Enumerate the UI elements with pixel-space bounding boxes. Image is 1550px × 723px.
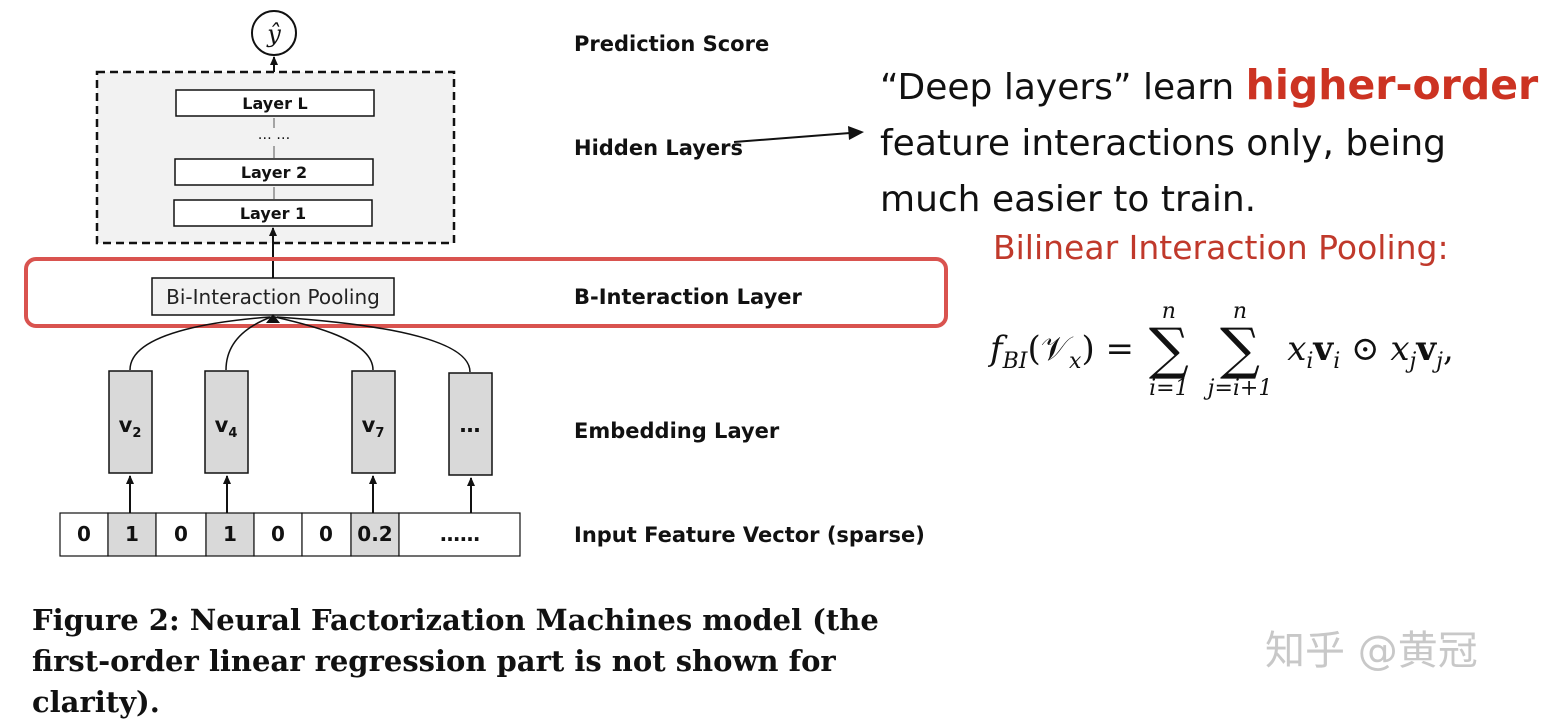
formula-lhs: fBI(𝒱x) = bbox=[990, 328, 1135, 374]
embedding-boxes bbox=[108, 370, 493, 476]
nfm-diagram: ŷ Layer L … … Layer 2 Layer 1 Bi-Interac… bbox=[24, 10, 948, 557]
hidden-dots: … … bbox=[258, 127, 290, 143]
embedding-v4: v4 bbox=[215, 413, 238, 441]
label-hidden-layers: Hidden Layers bbox=[574, 136, 743, 160]
deep-layers-note: “Deep layers” learn higher-order feature… bbox=[880, 57, 1538, 228]
input-cell-value: 0 bbox=[271, 522, 285, 546]
output-node bbox=[251, 10, 297, 56]
input-cell bbox=[398, 512, 521, 557]
layer-1-label: Layer 1 bbox=[240, 204, 306, 223]
bi-interaction-pooling-label: Bi-Interaction Pooling bbox=[166, 285, 380, 309]
label-prediction-score: Prediction Score bbox=[574, 32, 769, 56]
embedding-box bbox=[204, 370, 249, 474]
input-cell-value: 0 bbox=[77, 522, 91, 546]
input-cell bbox=[301, 512, 352, 557]
sum-over-i: n∑i=1 bbox=[1148, 299, 1189, 402]
input-cell bbox=[350, 512, 400, 557]
annotation-arrow bbox=[733, 126, 864, 143]
input-feature-vector bbox=[59, 512, 521, 557]
note-highlight: higher-order bbox=[1245, 61, 1539, 109]
layer-2-box bbox=[174, 158, 374, 186]
input-to-embedding-arrows bbox=[126, 475, 475, 513]
interaction-curves bbox=[129, 316, 471, 373]
layer-l-box bbox=[175, 89, 375, 117]
label-input-feature-vector: Input Feature Vector (sparse) bbox=[574, 523, 925, 547]
b-interaction-highlight bbox=[24, 257, 948, 328]
input-cell-value: 1 bbox=[223, 522, 237, 546]
note-line-1-prefix: “Deep layers” learn bbox=[880, 67, 1246, 108]
zhihu-watermark: 知乎 @黄冠 bbox=[1265, 628, 1478, 674]
input-cell-value: 0.2 bbox=[357, 522, 392, 546]
layer-2-label: Layer 2 bbox=[241, 163, 307, 182]
embedding-more: … bbox=[460, 413, 481, 437]
note-line-1: “Deep layers” learn higher-order bbox=[880, 57, 1538, 116]
formula-body: xivi ⊙ xjvj, bbox=[1287, 328, 1454, 374]
bi-pooling-formula: fBI(𝒱x) = n∑i=1 n∑j=i+1 xivi ⊙ xjvj, bbox=[990, 300, 1454, 402]
output-node-label: ŷ bbox=[266, 20, 281, 48]
embedding-v7: v7 bbox=[362, 413, 385, 441]
embedding-box bbox=[108, 370, 153, 474]
embedding-v2: v2 bbox=[119, 413, 142, 441]
note-line-2: feature interactions only, being bbox=[880, 123, 1447, 164]
layer-1-box bbox=[173, 199, 373, 227]
bilinear-title: Bilinear Interaction Pooling: bbox=[993, 228, 1449, 267]
input-cell bbox=[107, 512, 157, 557]
curve-arrowhead bbox=[266, 314, 280, 323]
input-cell-value: 0 bbox=[319, 522, 333, 546]
input-cell-value: 1 bbox=[125, 522, 139, 546]
note-line-3: much easier to train. bbox=[880, 179, 1257, 220]
input-cell bbox=[155, 512, 207, 557]
input-cell bbox=[59, 512, 109, 557]
embedding-box bbox=[448, 372, 493, 476]
input-cell-value: …… bbox=[440, 522, 480, 546]
sum-over-j: n∑j=i+1 bbox=[1207, 299, 1273, 402]
layer-l-label: Layer L bbox=[242, 94, 307, 113]
embedding-box bbox=[351, 370, 396, 474]
input-cell-value: 0 bbox=[174, 522, 188, 546]
label-embedding-layer: Embedding Layer bbox=[574, 419, 780, 443]
label-b-interaction-layer: B-Interaction Layer bbox=[574, 285, 803, 309]
figure-caption: Figure 2: Neural Factorization Machines … bbox=[32, 603, 879, 719]
